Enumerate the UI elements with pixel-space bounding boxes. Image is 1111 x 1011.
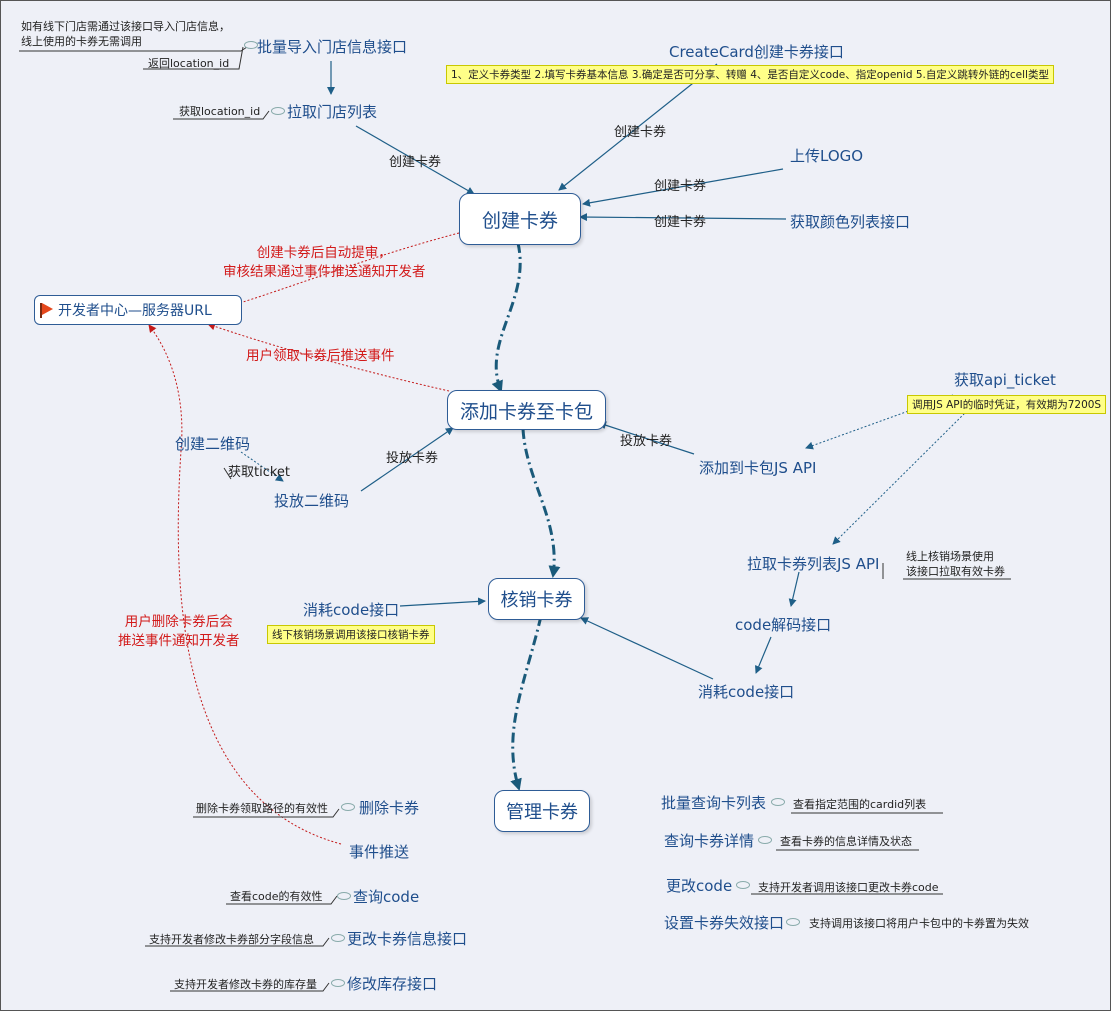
main-path-redeem-to-manage [510, 615, 543, 791]
manage-card-node[interactable]: 管理卡券 [494, 790, 590, 832]
return-location-note: 返回location_id [148, 57, 230, 70]
query-code-topic[interactable]: 查询code [353, 888, 420, 906]
modify-stock-topic[interactable]: 修改库存接口 [347, 975, 438, 993]
add-to-wallet-node[interactable]: 添加卡券至卡包 [447, 390, 606, 430]
note-link-icon[interactable] [331, 934, 345, 942]
get-api-ticket-topic[interactable]: 获取api_ticket [954, 371, 1056, 389]
update-card-note: 支持开发者修改卡券部分字段信息 [149, 933, 314, 946]
modify-stock-note: 支持开发者修改卡券的库存量 [174, 978, 317, 991]
edge-label-deliver-2: 投放卡券 [386, 451, 439, 466]
delete-push-event: 用户删除卡券后会 推送事件通知开发者 [118, 614, 240, 649]
offline-consume-note: 线下核销场景调用该接口核销卡券 [267, 625, 435, 644]
deliver-qrcode-topic[interactable]: 投放二维码 [274, 492, 350, 510]
edge-label-create-1: 创建卡券 [389, 155, 442, 170]
note-link-icon[interactable] [271, 107, 285, 115]
create-card-node[interactable]: 创建卡券 [459, 193, 581, 245]
query-code-note: 查看code的有效性 [230, 890, 323, 903]
receive-push-event: 用户领取卡券后推送事件 [246, 348, 395, 364]
pull-store-list-topic[interactable]: 拉取门店列表 [287, 103, 378, 121]
redeem-card-label: 核销卡券 [500, 590, 573, 611]
main-path-create-to-add [491, 242, 522, 393]
offline-store-note: 如有线下门店需通过该接口导入门店信息， 线上使用的卡券无需调用 [21, 20, 230, 48]
edge-label-create-4: 创建卡券 [654, 215, 707, 230]
dev-center-label: 开发者中心—服务器URL [58, 303, 212, 319]
query-detail-topic[interactable]: 查询卡券详情 [664, 832, 755, 850]
note-link-icon[interactable] [736, 881, 750, 889]
edge-label-create-2: 创建卡券 [614, 125, 667, 140]
query-detail-note: 查看卡券的信息详情及状态 [780, 835, 912, 848]
note-link-icon[interactable] [244, 41, 258, 49]
get-ticket-label: 获取ticket [228, 465, 291, 480]
consume-code-right-topic[interactable]: 消耗code接口 [698, 683, 795, 701]
create-qrcode-topic[interactable]: 创建二维码 [175, 435, 251, 453]
create-card-label: 创建卡券 [481, 209, 558, 232]
note-link-icon[interactable] [771, 798, 785, 806]
pull-card-list-js-topic[interactable]: 拉取卡券列表JS API [747, 555, 880, 573]
api-ticket-note: 调用JS API的临时凭证，有效期为7200S [907, 395, 1107, 414]
update-code-topic[interactable]: 更改code [666, 877, 733, 895]
batch-import-store-topic[interactable]: 批量导入门店信息接口 [257, 38, 408, 56]
create-card-steps-note: 1、定义卡券类型 2.填写卡券基本信息 3.确定是否可分享、转赠 4、是否自定义… [446, 65, 1054, 84]
get-location-note: 获取location_id [179, 105, 261, 118]
redeem-card-node[interactable]: 核销卡券 [488, 578, 585, 620]
create-card-api-topic[interactable]: CreateCard创建卡券接口 [669, 43, 844, 61]
note-link-icon[interactable] [341, 803, 355, 811]
edge-label-deliver-1: 投放卡券 [620, 434, 673, 449]
upload-logo-topic[interactable]: 上传LOGO [790, 147, 864, 165]
get-color-list-topic[interactable]: 获取颜色列表接口 [790, 213, 911, 231]
pull-list-note: 线上核销场景使用 该接口拉取有效卡券 [906, 550, 1005, 578]
set-invalid-topic[interactable]: 设置卡券失效接口 [664, 914, 785, 932]
note-link-icon[interactable] [758, 836, 772, 844]
add-to-wallet-label: 添加卡券至卡包 [459, 400, 593, 423]
dev-center-node[interactable]: 开发者中心—服务器URL [34, 295, 242, 325]
batch-query-topic[interactable]: 批量查询卡列表 [661, 794, 767, 812]
review-push-event: 创建卡券后自动提审， 审核结果通过事件推送通知开发者 [223, 245, 426, 280]
note-link-icon[interactable] [331, 979, 345, 987]
note-link-icon[interactable] [337, 892, 351, 900]
event-push-topic[interactable]: 事件推送 [349, 843, 410, 861]
update-card-topic[interactable]: 更改卡券信息接口 [347, 930, 468, 948]
manage-card-label: 管理卡券 [506, 802, 578, 823]
consume-code-left-topic[interactable]: 消耗code接口 [303, 601, 400, 619]
batch-query-note: 查看指定范围的cardid列表 [793, 798, 927, 811]
main-path-add-to-redeem [521, 428, 561, 578]
update-code-note: 支持开发者调用该接口更改卡券code [758, 881, 939, 894]
delete-card-topic[interactable]: 删除卡券 [359, 799, 420, 817]
set-invalid-note: 支持调用该接口将用户卡包中的卡券置为失效 [809, 917, 1029, 930]
red-flag-icon [39, 302, 53, 318]
code-decrypt-topic[interactable]: code解码接口 [735, 616, 832, 634]
delete-note: 删除卡券领取路径的有效性 [196, 802, 328, 815]
note-link-icon[interactable] [786, 918, 800, 926]
add-to-wallet-js-topic[interactable]: 添加到卡包JS API [699, 459, 817, 477]
edge-label-create-3: 创建卡券 [654, 179, 707, 194]
